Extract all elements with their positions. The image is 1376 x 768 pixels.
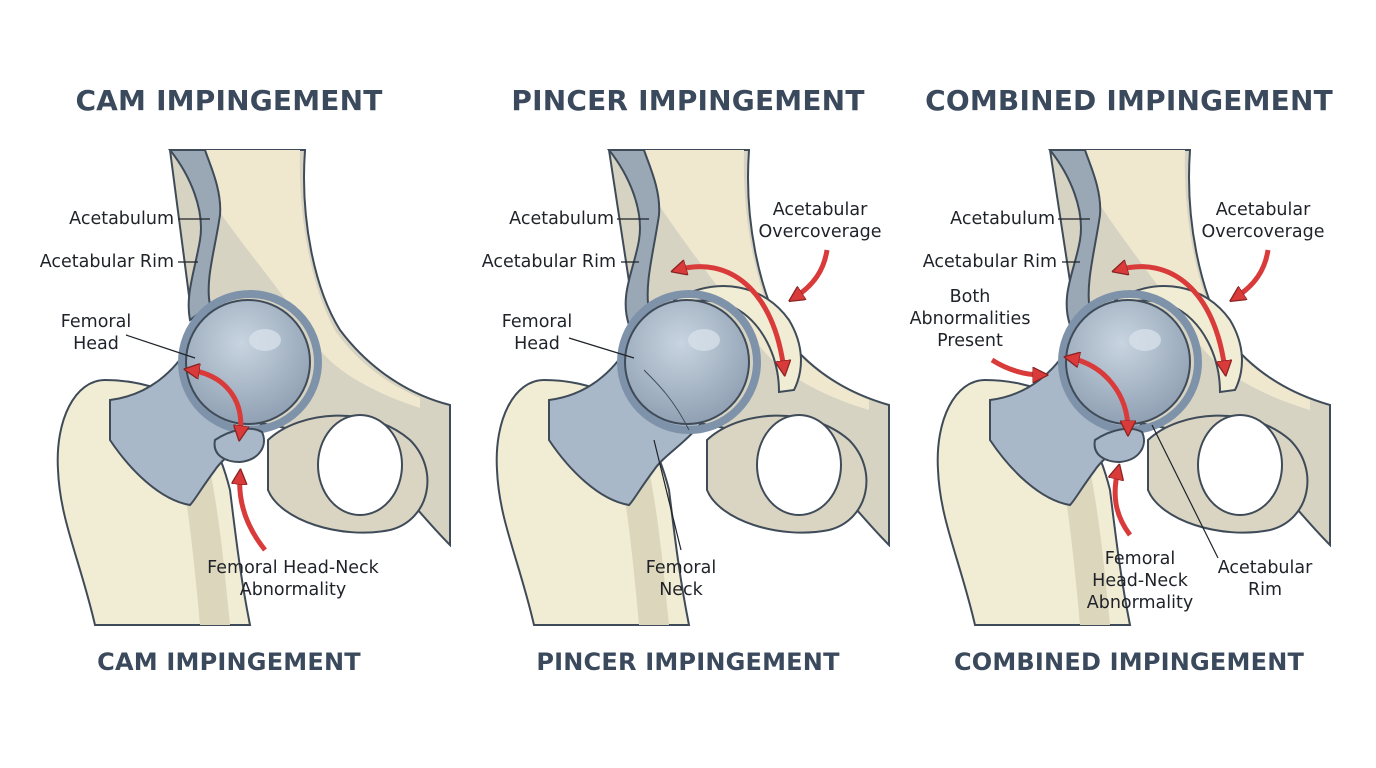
obturator-foramen bbox=[757, 415, 841, 515]
combined-bottom-pointer-arrow bbox=[1115, 470, 1130, 535]
label-femoral-head: Femoral Head bbox=[50, 311, 142, 355]
panel-pincer: PINCER IMPINGEMENT Acetabulum Acetabular… bbox=[459, 0, 917, 768]
label-acetabular-overcoverage: Acetabular Overcoverage bbox=[1198, 199, 1328, 243]
label-both-abnormalities-present: Both Abnormalities Present bbox=[900, 286, 1040, 352]
panel-title-bottom: CAM IMPINGEMENT bbox=[0, 648, 458, 676]
cam-pointer-arrow bbox=[240, 475, 265, 550]
label-acetabular-overcoverage: Acetabular Overcoverage bbox=[755, 199, 885, 243]
combined-both-pointer-arrow bbox=[992, 360, 1042, 375]
femoral-head bbox=[186, 300, 310, 424]
label-acetabular-rim: Acetabular Rim bbox=[40, 251, 174, 273]
combined-top-pointer-arrow bbox=[1235, 250, 1268, 298]
label-acetabulum: Acetabulum bbox=[69, 208, 174, 230]
label-femoral-head-neck-abnormality: Femoral Head-Neck Abnormality bbox=[1072, 548, 1208, 614]
label-acetabular-rim: Acetabular Rim bbox=[482, 251, 616, 273]
panel-combined: COMBINED IMPINGEMENT Acetabulum Acetabul… bbox=[900, 0, 1358, 768]
femoral-head bbox=[625, 300, 749, 424]
pincer-pointer-arrow bbox=[794, 250, 827, 298]
label-acetabular-rim: Acetabular Rim bbox=[923, 251, 1057, 273]
obturator-foramen bbox=[318, 415, 402, 515]
obturator-foramen bbox=[1198, 415, 1282, 515]
label-acetabulum: Acetabulum bbox=[950, 208, 1055, 230]
panel-title-bottom: COMBINED IMPINGEMENT bbox=[900, 648, 1358, 676]
label-femoral-head: Femoral Head bbox=[491, 311, 583, 355]
panel-title-bottom: PINCER IMPINGEMENT bbox=[459, 648, 917, 676]
label-femoral-head-neck-abnormality: Femoral Head-Neck Abnormality bbox=[200, 557, 386, 601]
label-acetabulum: Acetabulum bbox=[509, 208, 614, 230]
label-femoral-neck: Femoral Neck bbox=[635, 557, 727, 601]
panel-cam: CAM IMPINGEMENT Acetabulum Acetabular Ri… bbox=[0, 0, 458, 768]
label-acetabular-rim-lower: Acetabular Rim bbox=[1210, 557, 1320, 601]
